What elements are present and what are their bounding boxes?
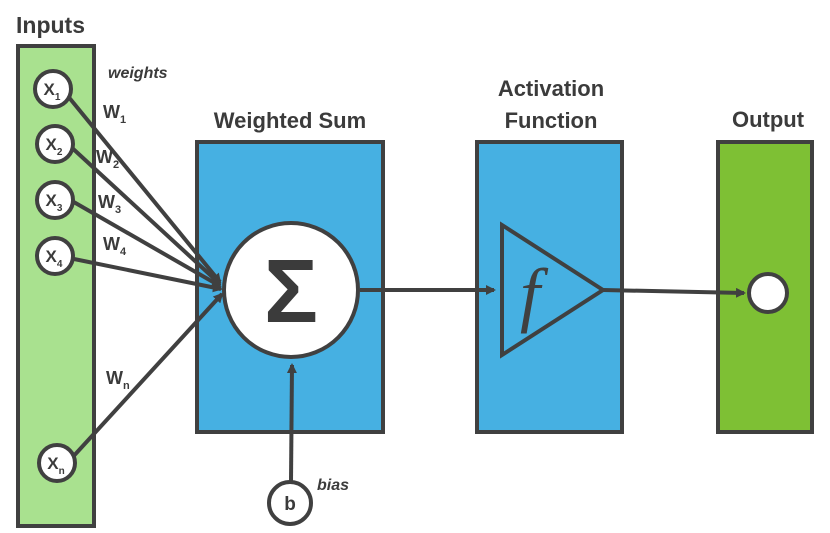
weight-label-1: W <box>103 102 120 122</box>
input-label-2: X <box>46 135 58 154</box>
weight-sub-4: 4 <box>120 246 127 258</box>
svg-text:W1: W1 <box>103 102 126 126</box>
weight-label-3: W <box>98 192 115 212</box>
svg-text:X2: X2 <box>46 135 63 158</box>
input-sub-1: 1 <box>55 92 61 103</box>
inputs-title: Inputs <box>16 12 85 38</box>
weight-sub-1: 1 <box>120 114 126 126</box>
weight-line-4 <box>73 257 223 293</box>
input-node-2: X2 <box>35 124 75 164</box>
input-label-3: X <box>46 191 58 210</box>
svg-text:W3: W3 <box>98 192 121 216</box>
input-node-3: X3 <box>35 180 75 220</box>
input-label-n: X <box>47 454 59 473</box>
weight-line-n <box>68 292 224 462</box>
input-sub-2: 2 <box>57 147 63 158</box>
weight-label-n: W <box>106 368 123 388</box>
svg-text:X1: X1 <box>44 80 61 103</box>
weight-line-1 <box>65 93 222 284</box>
input-node-n: Xn <box>37 443 77 483</box>
sigma-symbol: Σ <box>264 242 318 342</box>
input-sub-n: n <box>59 466 65 477</box>
weight-label-4: W <box>103 234 120 254</box>
activation-to-output-line <box>602 287 746 298</box>
svg-text:Xn: Xn <box>47 454 64 477</box>
bias-node-label: b <box>284 494 296 515</box>
input-sub-4: 4 <box>57 259 63 270</box>
summation-node <box>222 221 360 359</box>
input-node-1: X1 <box>33 69 73 109</box>
output-title: Output <box>732 107 805 132</box>
output-node <box>747 272 789 314</box>
weight-sub-2: 2 <box>113 159 119 171</box>
weight-line-2 <box>68 144 222 286</box>
weight-sub-n: n <box>123 380 130 392</box>
svg-text:X3: X3 <box>46 191 63 214</box>
svg-text:Wn: Wn <box>106 368 130 392</box>
bias-line <box>286 363 297 483</box>
input-node-4: X4 <box>35 236 75 276</box>
weight-sub-3: 3 <box>115 204 121 216</box>
activation-triangle <box>500 221 607 359</box>
weight-label-2: W <box>96 147 113 167</box>
svg-text:X4: X4 <box>46 247 63 270</box>
input-label-1: X <box>44 80 56 99</box>
weights-label: weights <box>108 65 168 82</box>
activation-title-line1: Activation <box>498 76 604 101</box>
bias-label: bias <box>317 477 349 494</box>
weight-line-3 <box>71 199 222 288</box>
activation-title-line2: Function <box>505 108 598 133</box>
weighted-sum-title: Weighted Sum <box>214 108 366 133</box>
input-sub-3: 3 <box>57 203 63 214</box>
svg-text:W4: W4 <box>103 234 127 258</box>
bias-node <box>267 480 313 526</box>
input-label-4: X <box>46 247 58 266</box>
svg-text:W2: W2 <box>96 147 119 171</box>
